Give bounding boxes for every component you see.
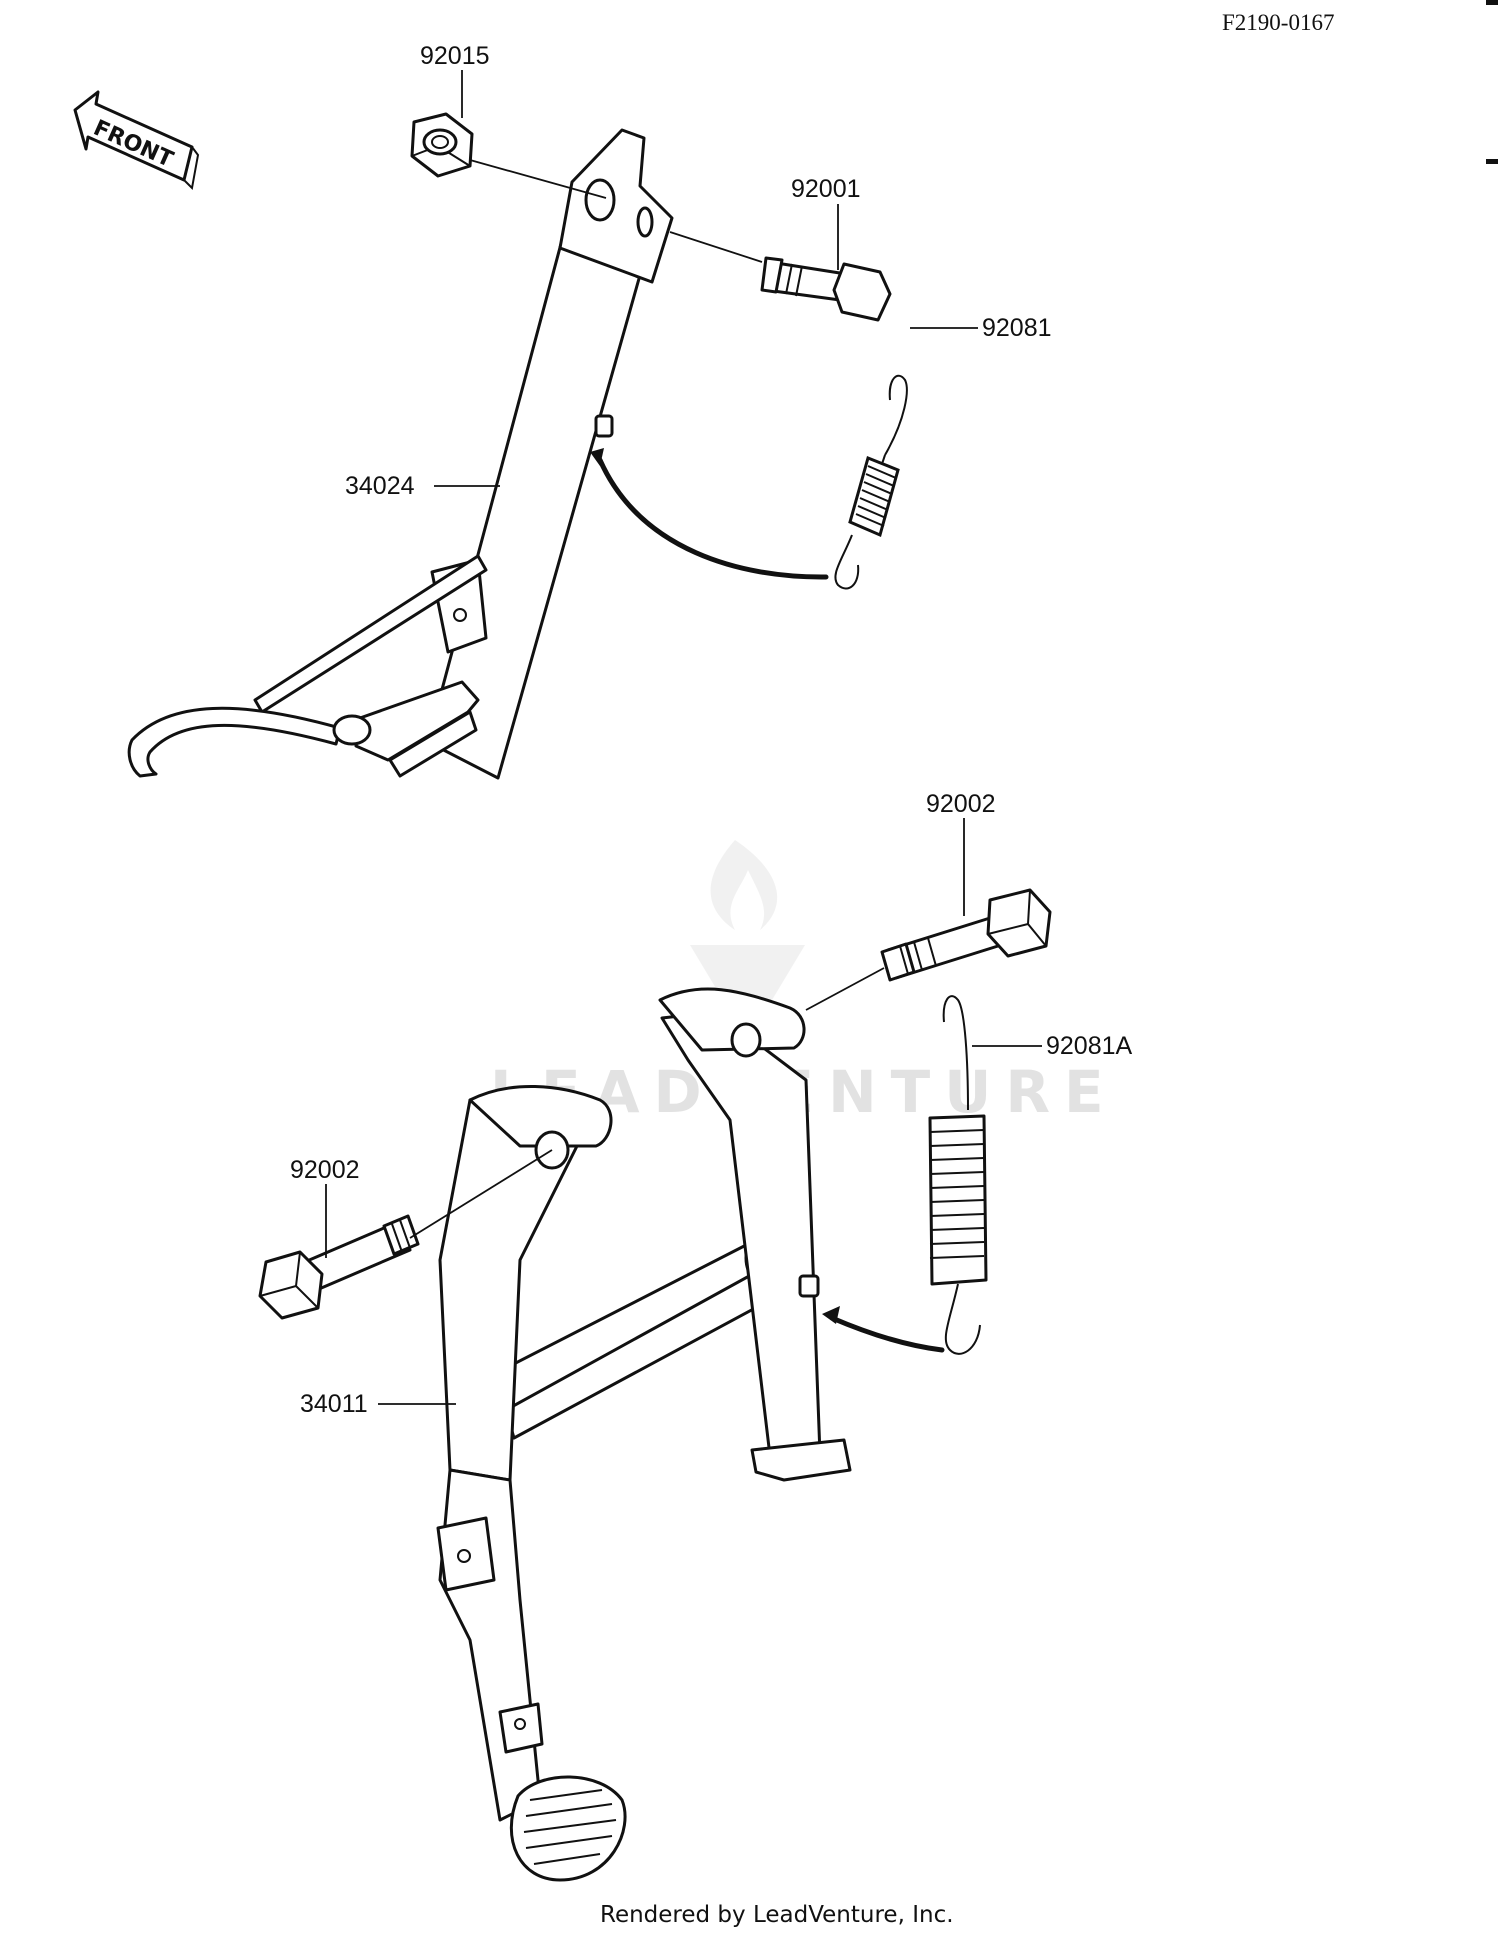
spring-92081A xyxy=(928,995,988,1355)
front-arrow-icon: FRONT xyxy=(73,90,200,191)
guide-92015 xyxy=(469,159,607,199)
side-stand-34024 xyxy=(127,128,674,780)
spring-hook-arrow-lower xyxy=(829,1315,945,1353)
bolt-92002-lower xyxy=(258,1214,420,1320)
bolt-92001 xyxy=(760,256,892,322)
edge-mark-mid xyxy=(1486,159,1498,164)
bolt-92002-upper xyxy=(880,888,1052,982)
spring-hook-arrow-upper-head xyxy=(590,448,604,466)
nut-92015 xyxy=(410,112,474,178)
watermark-logo xyxy=(690,840,805,1020)
callout-92002-upper: 92002 xyxy=(926,790,996,818)
drawing-code: F2190-0167 xyxy=(1222,10,1334,35)
footer-credit: Rendered by LeadVenture, Inc. xyxy=(600,1902,954,1928)
spring-92081 xyxy=(834,374,908,590)
guide-92001 xyxy=(669,231,763,263)
callout-92081A: 92081A xyxy=(1046,1032,1133,1060)
callout-92002-lower: 92002 xyxy=(290,1156,360,1184)
guide-92002-lower xyxy=(409,1149,553,1239)
guide-92002-upper xyxy=(805,967,885,1011)
callout-92081: 92081 xyxy=(982,314,1052,342)
callout-34011: 34011 xyxy=(300,1390,368,1418)
callout-92015: 92015 xyxy=(420,42,490,70)
callout-92001: 92001 xyxy=(791,175,861,203)
edge-mark-top xyxy=(1486,0,1498,5)
spring-hook-arrow-lower-head xyxy=(822,1306,840,1324)
spring-hook-arrow-upper xyxy=(597,457,829,580)
callout-34024: 34024 xyxy=(345,472,415,500)
center-stand-34011 xyxy=(436,987,852,1882)
